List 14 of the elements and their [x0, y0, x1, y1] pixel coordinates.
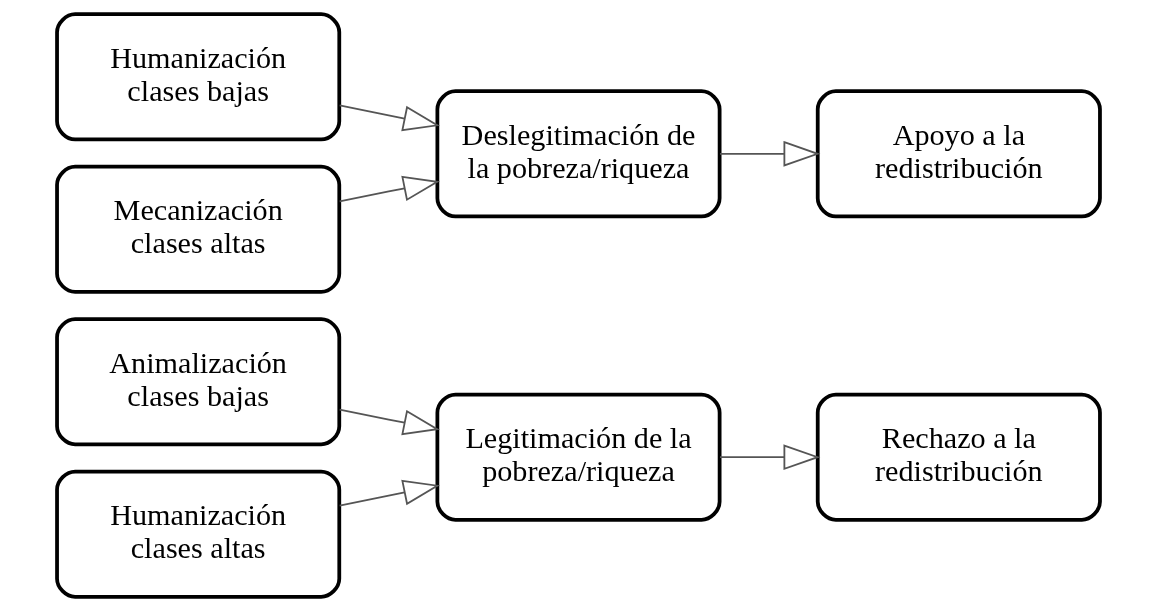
node-box: Humanización clases altas: [55, 469, 342, 599]
arrow: [338, 104, 440, 132]
node-box: Animalización clases bajas: [55, 317, 342, 447]
node-box: Deslegitimación de la pobreza/riqueza: [435, 89, 722, 219]
node-box: Rechazo a la redistribución: [815, 392, 1102, 522]
arrow: [719, 444, 821, 471]
arrow: [338, 175, 440, 203]
node-box: Apoyo a la redistribución: [815, 89, 1102, 219]
arrow: [719, 140, 821, 167]
node-box: Legitimación de la pobreza/riqueza: [435, 392, 722, 522]
arrow: [338, 479, 440, 507]
arrow: [338, 408, 440, 436]
node-box: Humanización clases bajas: [55, 12, 342, 142]
node-box: Mecanización clases altas: [55, 164, 342, 294]
